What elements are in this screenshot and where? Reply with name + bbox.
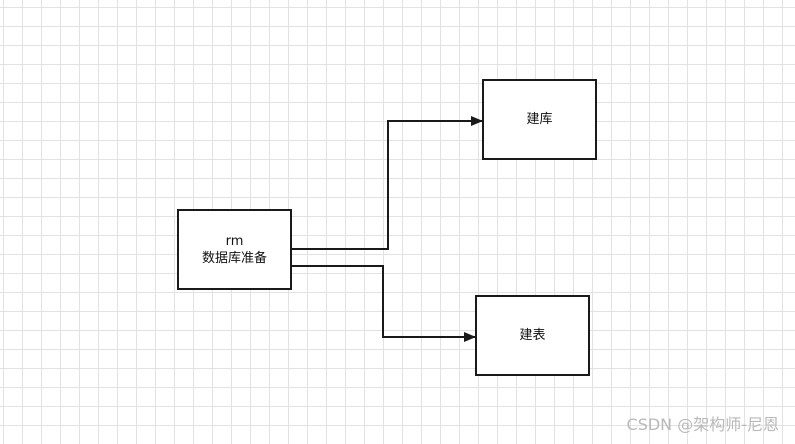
node-rm-title: rm xyxy=(225,233,244,249)
node-build-database[interactable]: 建库 xyxy=(482,79,597,160)
node-rm-database-prep[interactable]: rm 数据库准备 xyxy=(177,209,292,290)
node-build-table[interactable]: 建表 xyxy=(475,295,590,376)
edge-rm-to-build-table xyxy=(292,265,476,342)
node-build-database-label: 建库 xyxy=(526,112,553,127)
edge-rm-to-build-db xyxy=(292,116,483,250)
node-rm-subtitle: 数据库准备 xyxy=(201,250,267,266)
watermark-text: CSDN @架构师-尼恩 xyxy=(626,415,779,434)
node-build-table-label: 建表 xyxy=(519,328,546,343)
